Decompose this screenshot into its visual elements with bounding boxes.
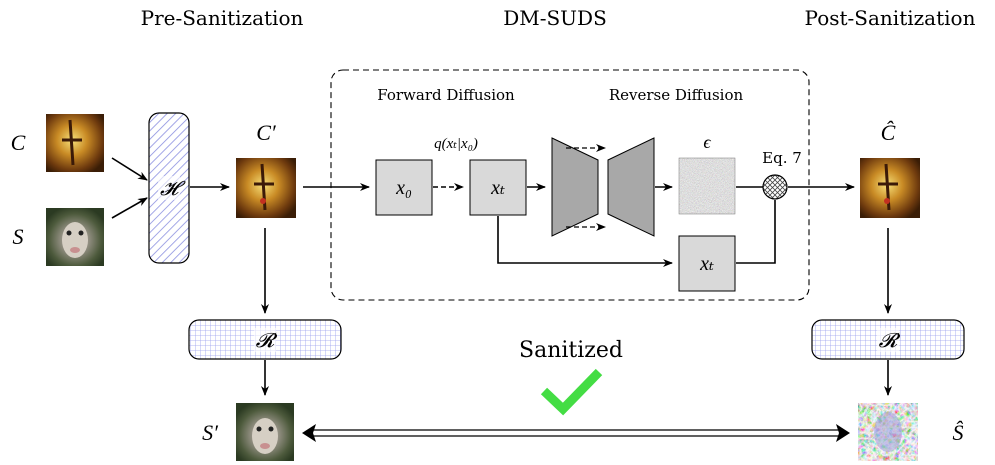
- heading-dm-suds: DM-SUDS: [503, 6, 607, 30]
- x0-label: x₀: [395, 177, 412, 199]
- sanitized-label: Sanitized: [519, 338, 623, 363]
- x0-box: x₀: [375, 159, 433, 216]
- heading-post-sanitization: Post-Sanitization: [805, 6, 976, 30]
- s-prime-image: [236, 403, 294, 461]
- reveal-network-left: 𝓡: [188, 319, 342, 360]
- reverse-diffusion-label: Reverse Diffusion: [609, 86, 744, 104]
- unet-model: [551, 137, 655, 237]
- secret-image: [46, 208, 104, 266]
- c-hat-label: Ĉ: [881, 120, 896, 145]
- s-hat-image: [858, 403, 918, 461]
- s-prime-label: S′: [202, 420, 219, 445]
- forward-diffusion-label: Forward Diffusion: [377, 86, 515, 104]
- cover-label: C: [11, 130, 26, 155]
- reveal-network-left-label: 𝓡: [256, 330, 278, 352]
- q-label: q(xₜ|x₀): [434, 136, 478, 152]
- reveal-network-right: 𝓡: [811, 319, 965, 360]
- s-hat-label: Ŝ: [953, 420, 964, 445]
- reveal-network-right-label: 𝓡: [879, 330, 901, 352]
- xt-box: xₜ: [469, 159, 527, 216]
- comparison-arrow: [302, 424, 850, 442]
- hiding-network: 𝓗: [148, 112, 190, 264]
- xt-label: xₜ: [490, 177, 505, 199]
- c-hat-image: [860, 158, 920, 218]
- xt-skip-label: xₜ: [699, 253, 714, 275]
- dm-suds-container: [330, 69, 810, 301]
- epsilon-label: ϵ: [703, 132, 711, 152]
- crossed-circle-icon: [762, 174, 788, 200]
- heading-pre-sanitization: Pre-Sanitization: [141, 6, 304, 30]
- epsilon-noise-image: [678, 157, 736, 215]
- cover-prime-image: [236, 158, 296, 218]
- secret-label: S: [13, 224, 24, 249]
- eq-label: Eq. 7: [762, 149, 802, 167]
- cover-image: [46, 114, 104, 172]
- check-icon: [540, 368, 603, 416]
- xt-skip-box: xₜ: [678, 235, 736, 292]
- cover-prime-label: C′: [256, 120, 277, 145]
